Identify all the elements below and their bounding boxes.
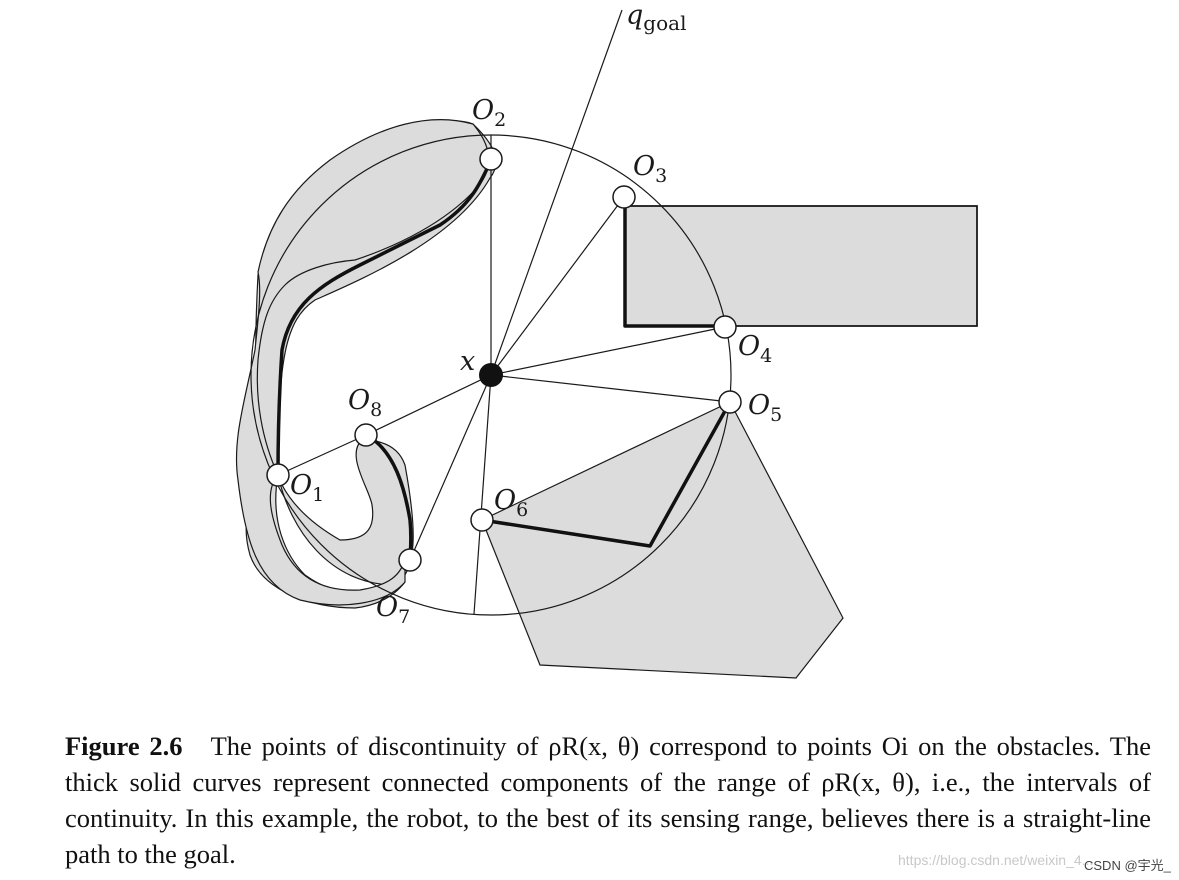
rays <box>277 9 731 615</box>
csdn-brand-label: CSDN @宇光_ <box>1084 858 1171 873</box>
obstacle-left-outer <box>235 119 490 606</box>
curve-o1-o2 <box>276 159 493 476</box>
point-o6 <box>470 508 494 532</box>
caption-text: The points of discontinuity of ρR(x, θ) … <box>65 731 1151 869</box>
robot-label: x <box>460 346 475 377</box>
ray-o3 <box>490 196 625 376</box>
sensor-range-diagram: qgoal x O1 O2 O3 O4 O5 O6 O7 O8 <box>235 0 978 679</box>
ray-o4 <box>490 326 726 376</box>
ray-goal <box>490 9 623 376</box>
label-o7: O7 <box>376 592 410 628</box>
curve-o5-o6 <box>481 401 732 548</box>
ray-o5 <box>490 374 731 403</box>
point-o3 <box>612 185 636 209</box>
point-o8 <box>354 423 378 447</box>
figure-number: Figure 2.6 <box>65 731 183 761</box>
label-o3: O3 <box>633 151 667 187</box>
discontinuity-points <box>266 147 742 572</box>
ray-o8 <box>365 374 492 436</box>
label-o1: O1 <box>290 470 324 506</box>
obstacle-rectangle <box>624 205 978 327</box>
point-o7 <box>398 548 422 572</box>
label-o2: O2 <box>472 95 506 131</box>
label-o4: O4 <box>738 331 772 367</box>
label-o8: O8 <box>348 385 382 421</box>
ray-o7 <box>409 374 492 561</box>
curve-o3-o4 <box>623 198 725 328</box>
ray-o1 <box>277 434 367 476</box>
label-o5: O5 <box>748 390 782 426</box>
point-o1 <box>266 463 290 487</box>
point-o4 <box>713 315 737 339</box>
goal-label: qgoal <box>626 0 686 35</box>
robot-position-dot <box>479 363 503 387</box>
point-o2 <box>479 147 503 171</box>
continuity-curves <box>276 159 732 561</box>
label-o6: O6 <box>494 485 528 521</box>
ray-o6 <box>473 374 492 615</box>
watermark-url: https://blog.csdn.net/weixin_4... <box>898 852 1094 868</box>
obstacle-quadrilateral <box>481 401 844 679</box>
point-o5 <box>718 390 742 414</box>
